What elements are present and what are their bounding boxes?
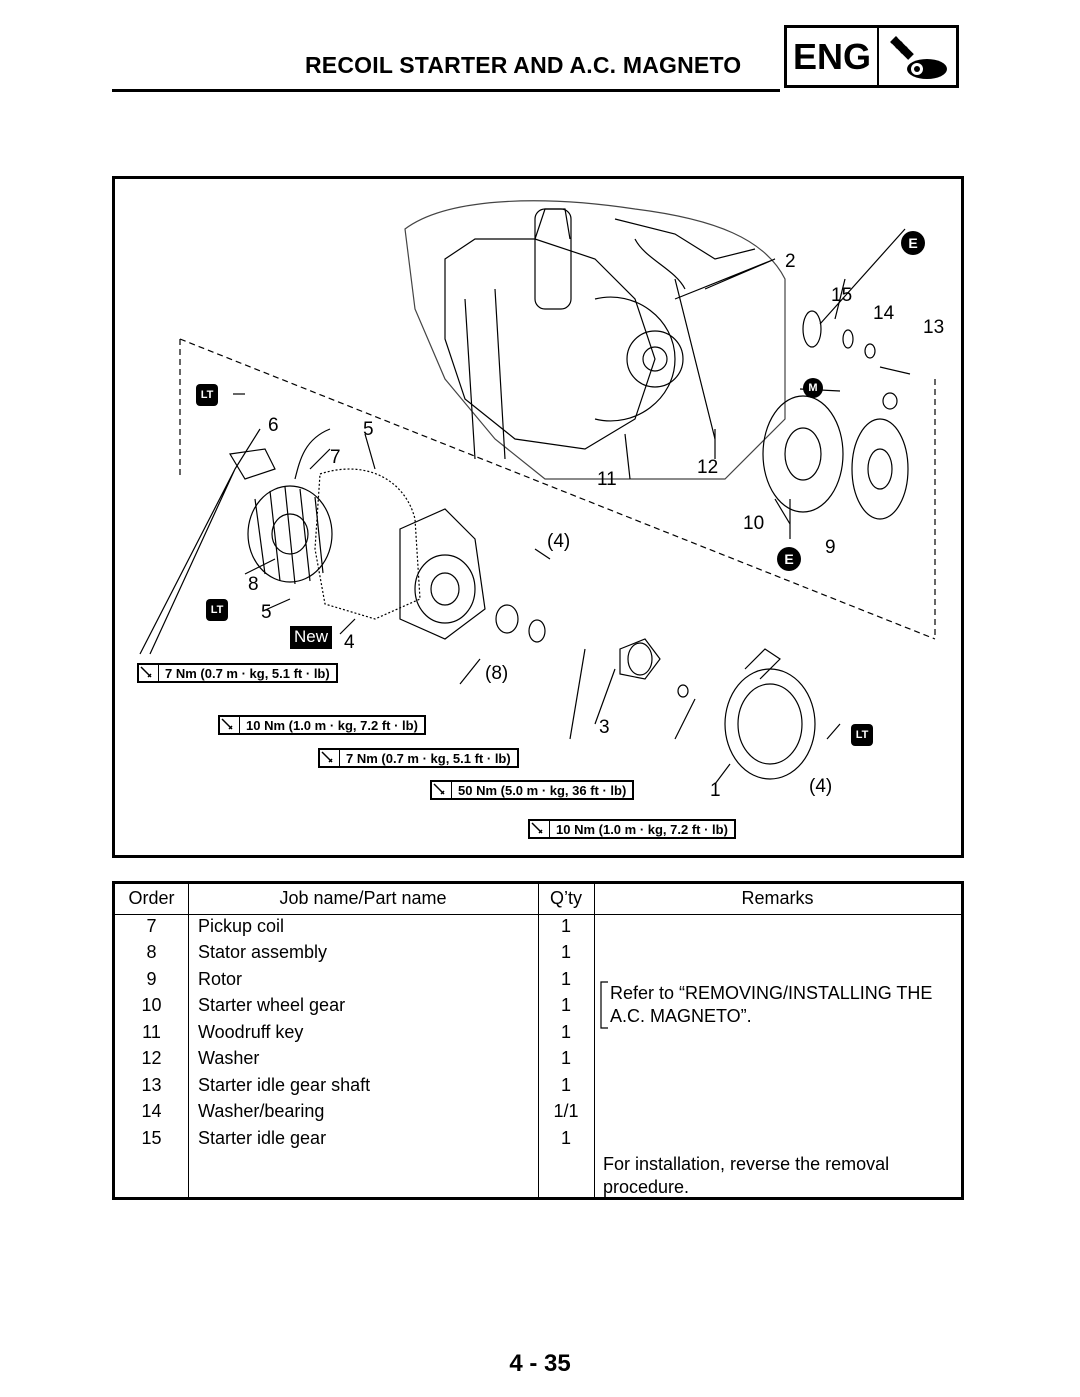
new-part-tag: New xyxy=(290,626,333,649)
row-part-name: Woodruff key xyxy=(198,1022,304,1042)
part-label-2: 2 xyxy=(785,251,796,272)
row-part-name: Starter idle gear shaft xyxy=(198,1075,371,1095)
part-label-11: 11 xyxy=(597,469,617,490)
row-quantity: 1 xyxy=(560,995,571,1015)
header-part-name: Job name/Part name xyxy=(279,888,447,908)
part-label-14: 14 xyxy=(873,303,895,324)
molybdenum-grease-badge: M xyxy=(803,378,823,398)
page-title: RECOIL STARTER AND A.C. MAGNETO xyxy=(305,52,742,78)
part-label-1: 1 xyxy=(710,780,721,801)
page-number: 4 - 35 xyxy=(509,1350,571,1377)
torque-wrench-icon xyxy=(320,750,340,766)
part-label-3: 3 xyxy=(599,717,610,738)
row-order: 9 xyxy=(146,969,157,989)
row-order: 14 xyxy=(141,1101,162,1121)
torque-wrench-icon xyxy=(432,782,452,798)
part-label-5-bottom: 5 xyxy=(261,602,272,623)
part-label-10: 10 xyxy=(743,513,765,534)
exploded-view-drawing xyxy=(139,200,936,785)
torque-spec-box: 10 Nm (1.0 m · kg, 7.2 ft · lb) xyxy=(218,715,426,735)
part-label-9: 9 xyxy=(825,537,836,558)
remark-refer-line2: A.C. MAGNETO”. xyxy=(610,1006,752,1026)
torque-spec-box: 10 Nm (1.0 m · kg, 7.2 ft · lb) xyxy=(528,819,736,839)
part-label-8: 8 xyxy=(248,574,259,595)
locktite-badge-top: LT xyxy=(196,384,218,406)
row-order: 10 xyxy=(141,995,162,1015)
part-label-12: 12 xyxy=(697,457,719,478)
torque-wrench-icon xyxy=(220,717,240,733)
row-part-name: Pickup coil xyxy=(198,916,285,936)
parts-table: Order Job name/Part name Q’ty Remarks 7 … xyxy=(112,881,964,1200)
torque-value: 50 Nm (5.0 m · kg, 36 ft · lb) xyxy=(458,782,627,798)
quantity-callout-4-bottom: (4) xyxy=(809,776,833,797)
row-quantity: 1 xyxy=(560,1022,571,1042)
part-label-15: 15 xyxy=(831,285,853,306)
row-quantity: 1/1 xyxy=(553,1101,579,1121)
row-order: 7 xyxy=(146,916,157,936)
part-label-7: 7 xyxy=(330,447,341,468)
exploded-diagram: 2 15 14 13 6 5 7 11 12 10 9 (4) 8 5 4 (8… xyxy=(112,176,964,858)
locktite-badge-left: LT xyxy=(206,599,228,621)
row-part-name: Starter wheel gear xyxy=(198,995,346,1015)
engine-oil-badge-top: E xyxy=(901,231,925,255)
quantity-callout-4-top: (4) xyxy=(547,531,571,552)
part-label-6: 6 xyxy=(268,415,279,436)
remark-installation: For installation, reverse the removal pr… xyxy=(603,1153,958,1199)
row-quantity: 1 xyxy=(560,969,571,989)
locktite-badge-right: LT xyxy=(851,724,873,746)
row-quantity: 1 xyxy=(560,942,571,962)
torque-value: 10 Nm (1.0 m · kg, 7.2 ft · lb) xyxy=(556,821,728,837)
torque-value: 10 Nm (1.0 m · kg, 7.2 ft · lb) xyxy=(246,717,418,733)
part-label-4: 4 xyxy=(344,632,355,653)
row-order: 12 xyxy=(141,1048,162,1068)
remark-install-line1: For installation, reverse the removal xyxy=(603,1154,890,1174)
row-quantity: 1 xyxy=(560,1048,571,1068)
header-order: Order xyxy=(128,888,175,908)
torque-spec-box: 50 Nm (5.0 m · kg, 36 ft · lb) xyxy=(430,780,635,800)
torque-spec-box: 7 Nm (0.7 m · kg, 5.1 ft · lb) xyxy=(318,748,519,768)
remark-install-line2: procedure. xyxy=(603,1177,690,1197)
section-badge-label: ENG xyxy=(787,28,879,85)
row-quantity: 1 xyxy=(560,1075,571,1095)
row-part-name: Washer/bearing xyxy=(198,1101,325,1121)
torque-value: 7 Nm (0.7 m · kg, 5.1 ft · lb) xyxy=(346,750,511,766)
row-part-name: Starter idle gear xyxy=(198,1128,327,1148)
torque-spec-box: 7 Nm (0.7 m · kg, 5.1 ft · lb) xyxy=(137,663,338,683)
torque-value: 7 Nm (0.7 m · kg, 5.1 ft · lb) xyxy=(165,665,330,681)
row-part-name: Washer xyxy=(198,1048,260,1068)
row-part-name: Rotor xyxy=(198,969,243,989)
row-order: 11 xyxy=(142,1022,161,1042)
torque-wrench-icon xyxy=(139,665,159,681)
engine-oil-badge-bottom: E xyxy=(777,547,801,571)
remark-refer-line1: Refer to “REMOVING/INSTALLING THE xyxy=(610,983,933,1003)
header-remarks: Remarks xyxy=(741,888,814,908)
remarks-bracket xyxy=(600,981,608,1029)
row-part-name: Stator assembly xyxy=(198,942,328,962)
remark-refer: Refer to “REMOVING/INSTALLING THE A.C. M… xyxy=(610,982,965,1028)
row-quantity: 1 xyxy=(560,916,571,936)
torque-wrench-icon xyxy=(530,821,550,837)
section-badge: ENG xyxy=(784,25,959,88)
row-order: 15 xyxy=(141,1128,162,1148)
engine-icon xyxy=(879,28,956,85)
row-order: 13 xyxy=(141,1075,162,1095)
quantity-callout-8: (8) xyxy=(485,663,509,684)
title-underline xyxy=(112,89,780,92)
part-label-13: 13 xyxy=(923,317,945,338)
header-quantity: Q’ty xyxy=(549,888,582,908)
part-label-5-top: 5 xyxy=(363,419,374,440)
row-order: 8 xyxy=(146,942,157,962)
row-quantity: 1 xyxy=(560,1128,571,1148)
